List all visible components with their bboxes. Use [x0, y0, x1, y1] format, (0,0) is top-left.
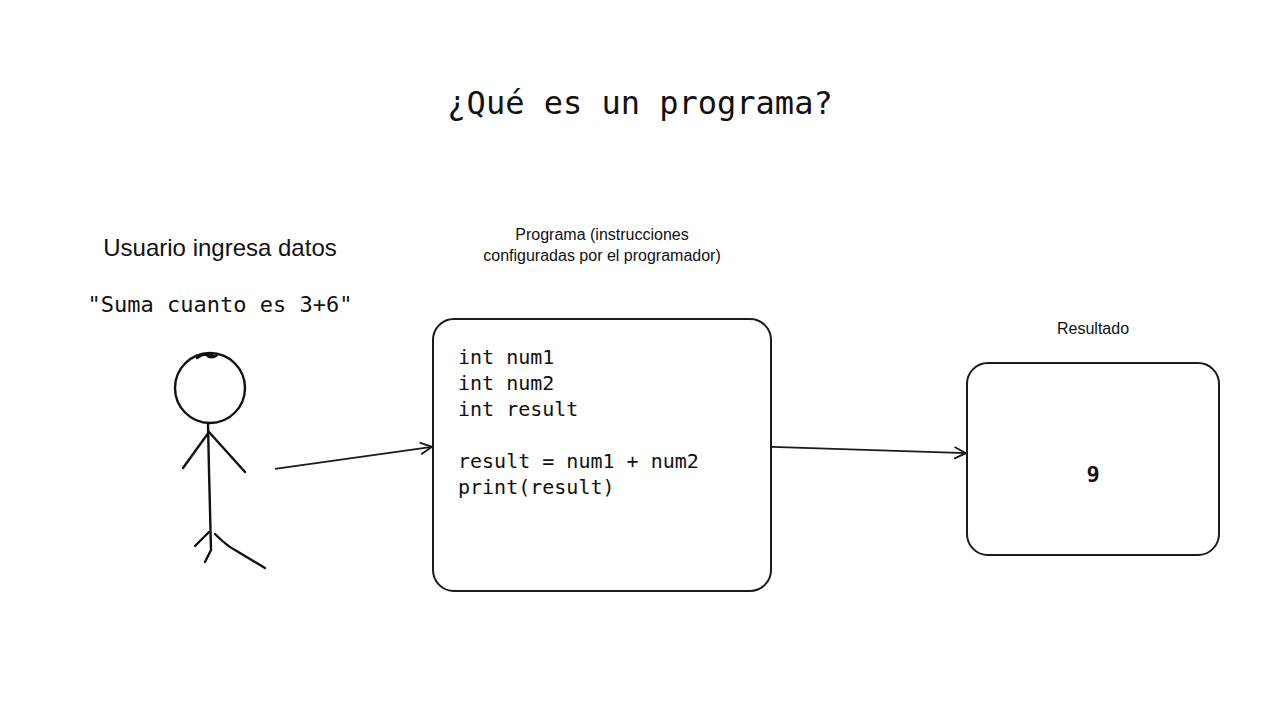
- flow-arrow: [772, 447, 966, 453]
- user-input: "Suma cuanto es 3+6": [88, 292, 353, 317]
- diagram-title: ¿Qué es un programa?: [0, 84, 1280, 122]
- stick-figure: [165, 350, 275, 570]
- result-value: 9: [984, 462, 1202, 487]
- user-label: Usuario ingresa datos: [103, 234, 336, 262]
- flow-arrow: [275, 447, 432, 469]
- program-heading: Programa (instrucciones configuradas por…: [472, 224, 732, 266]
- code-line: int num2: [458, 370, 746, 396]
- result-box: Resultado9: [966, 362, 1220, 556]
- code-line: print(result): [458, 474, 746, 500]
- user-figure: Usuario ingresa datos"Suma cuanto es 3+6…: [165, 350, 275, 570]
- code-line: int result: [458, 396, 746, 422]
- code-line: result = num1 + num2: [458, 448, 746, 474]
- program-box: Programa (instrucciones configuradas por…: [432, 318, 772, 592]
- code-line: int num1: [458, 344, 746, 370]
- result-heading: Resultado: [1057, 320, 1129, 338]
